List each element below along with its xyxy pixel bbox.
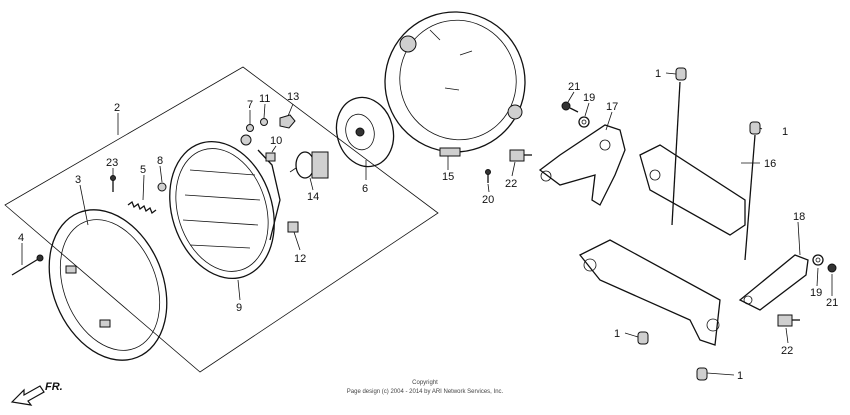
part-20-screw[interactable] xyxy=(485,169,491,184)
callout-23: 23 xyxy=(106,157,118,169)
callout-17: 17 xyxy=(606,101,618,113)
arrow-icon xyxy=(10,385,45,406)
callout-22-upper: 22 xyxy=(505,178,517,190)
part-14-bulb[interactable] xyxy=(289,151,329,179)
callout-13: 13 xyxy=(287,91,299,103)
part-15-headlight-case[interactable] xyxy=(365,0,544,172)
part-9-headlight-unit[interactable] xyxy=(153,128,291,292)
part-1-cap-mid[interactable] xyxy=(637,331,649,345)
assembly-outline-box xyxy=(4,66,439,373)
callout-1-mid: 1 xyxy=(614,328,620,340)
part-23-screw[interactable] xyxy=(110,175,116,193)
callout-9: 9 xyxy=(236,302,242,314)
part-1-cap-top[interactable] xyxy=(675,67,687,81)
direction-label: FR. xyxy=(45,381,63,393)
part-12-clip[interactable] xyxy=(287,221,299,233)
part-1-cap-right[interactable] xyxy=(749,121,761,135)
callout-14: 14 xyxy=(307,191,319,203)
callout-7: 7 xyxy=(247,99,253,111)
part-22-bolt-upper[interactable] xyxy=(509,149,532,162)
callout-16: 16 xyxy=(764,158,776,170)
part-8-nut[interactable] xyxy=(157,182,167,192)
callout-6: 6 xyxy=(362,183,368,195)
part-21-bolt-upper[interactable] xyxy=(561,101,579,113)
part-13-socket-clip[interactable] xyxy=(279,114,296,129)
callout-4: 4 xyxy=(18,232,24,244)
callout-12: 12 xyxy=(294,253,306,265)
callout-22-lower: 22 xyxy=(781,345,793,357)
callout-20: 20 xyxy=(482,194,494,206)
callout-5: 5 xyxy=(140,164,146,176)
copyright-line-2: Page design (c) 2004 - 2014 by ARI Netwo… xyxy=(347,389,504,395)
part-17-bracket[interactable] xyxy=(538,124,626,206)
part-22-bolt-lower[interactable] xyxy=(777,314,800,327)
part-7-grommet[interactable] xyxy=(246,124,254,132)
callout-8: 8 xyxy=(157,155,163,167)
part-5-adjust-spring[interactable] xyxy=(127,200,157,215)
front-direction-arrow: FR. xyxy=(10,381,63,406)
callout-3: 3 xyxy=(75,174,81,186)
part-16-headlight-stay[interactable] xyxy=(578,81,756,346)
callout-21-lower: 21 xyxy=(826,297,838,309)
part-6-socket-cover[interactable] xyxy=(329,91,401,173)
callout-1-bottom: 1 xyxy=(737,370,743,382)
callout-15: 15 xyxy=(442,171,454,183)
callout-10: 10 xyxy=(270,135,282,147)
part-19-washer-upper[interactable] xyxy=(578,116,590,128)
part-4-screw[interactable] xyxy=(11,254,44,276)
leader-lines xyxy=(21,72,833,376)
part-19-washer-lower[interactable] xyxy=(812,254,824,266)
callout-2: 2 xyxy=(114,102,120,114)
callout-19-lower: 19 xyxy=(810,287,822,299)
part-18-bracket[interactable] xyxy=(738,254,809,311)
part-1-cap-bottom[interactable] xyxy=(696,367,708,381)
part-11-nut[interactable] xyxy=(260,118,268,126)
part-21-bolt-lower[interactable] xyxy=(827,263,837,273)
callout-21-upper: 21 xyxy=(568,81,580,93)
part-10-clip[interactable] xyxy=(265,152,276,162)
copyright-line-1: Copyright xyxy=(412,380,438,386)
callout-11: 11 xyxy=(259,93,270,105)
callout-1-top: 1 xyxy=(655,68,661,80)
callout-19-upper: 19 xyxy=(583,92,595,104)
callout-1-right: 1 xyxy=(782,126,788,138)
callout-18: 18 xyxy=(793,211,805,223)
callout-labels: 1 1 1 1 2 3 4 5 6 7 8 9 10 11 12 13 14 1… xyxy=(18,68,838,382)
part-3-headlight-rim[interactable] xyxy=(28,192,188,378)
